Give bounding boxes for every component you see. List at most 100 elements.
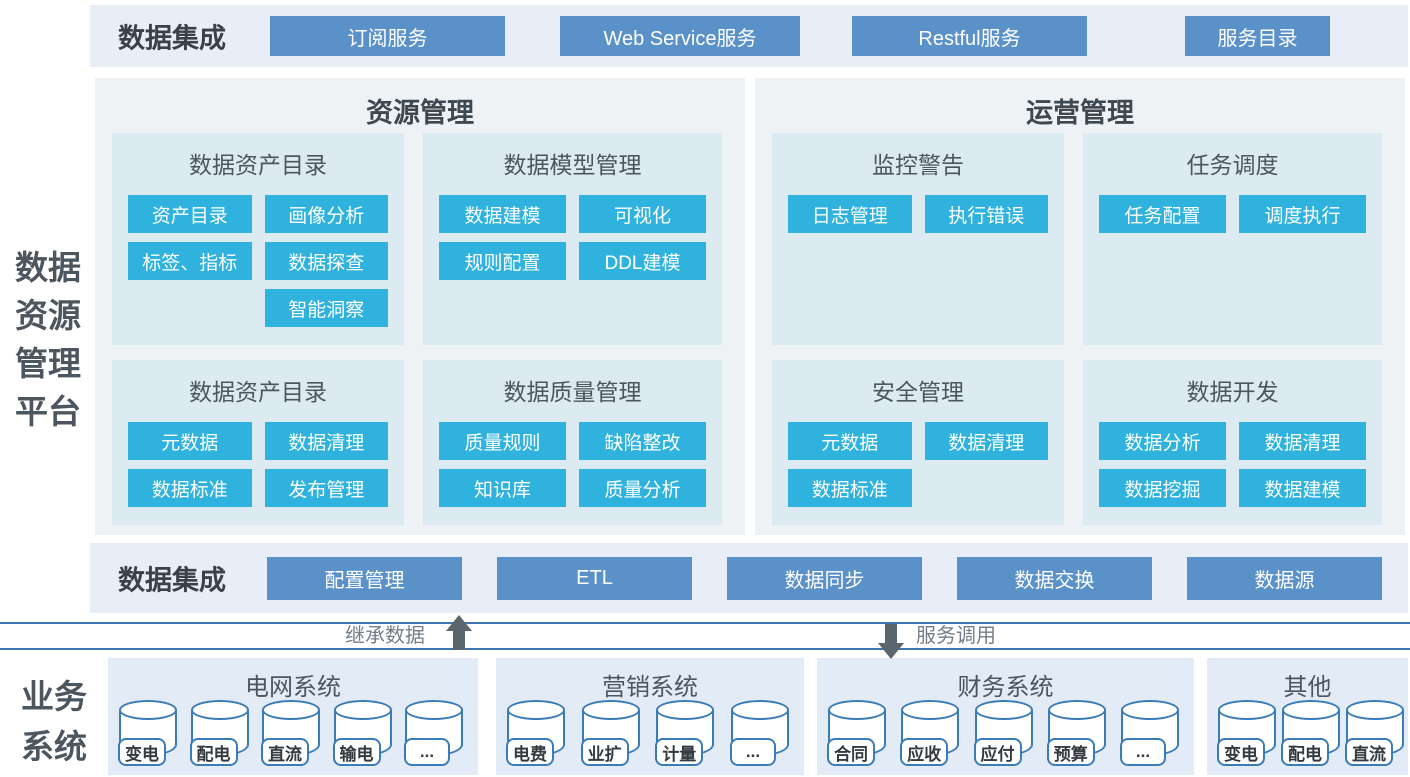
top-integration-label: 数据集成 bbox=[118, 23, 226, 54]
database-label: 配电 bbox=[189, 738, 238, 766]
database-cylinder-icon: 直流 bbox=[261, 700, 325, 766]
top-integration-band: 数据集成 订阅服务 Web Service服务 Restful服务 服务目录 bbox=[90, 5, 1408, 67]
module-button[interactable]: 质量分析 bbox=[579, 469, 706, 507]
platform-title-line: 平台 bbox=[15, 393, 81, 430]
module-group-buttons: 元数据数据清理数据标准 bbox=[788, 422, 1048, 507]
database-label: 变电 bbox=[1217, 738, 1265, 766]
business-system-panel: 营销系统电费业扩计量... bbox=[496, 658, 804, 775]
module-button[interactable]: 缺陷整改 bbox=[579, 422, 706, 460]
module-group: 安全管理元数据数据清理数据标准 bbox=[772, 360, 1064, 525]
module-button[interactable]: 标签、指标 bbox=[128, 242, 252, 280]
database-cylinder-top bbox=[1121, 700, 1179, 720]
module-button[interactable]: 数据清理 bbox=[264, 422, 388, 460]
data-bus bbox=[0, 622, 1410, 650]
module-group-title: 数据开发 bbox=[1186, 379, 1279, 405]
database-cylinder-icon: 配电 bbox=[1281, 700, 1345, 766]
database-cylinder-top bbox=[190, 700, 249, 720]
integration-service-button[interactable]: 服务目录 bbox=[1185, 16, 1330, 56]
module-button[interactable]: 可视化 bbox=[579, 195, 706, 233]
module-button[interactable]: 智能洞察 bbox=[264, 289, 388, 327]
database-cylinder-icon: 电费 bbox=[506, 700, 570, 766]
business-system-panel: 其他变电配电直流 bbox=[1207, 658, 1408, 775]
module-button[interactable]: 知识库 bbox=[439, 469, 566, 507]
platform-title: 数据 资源 管理 平台 bbox=[8, 244, 88, 436]
resource-management-title: 资源管理 bbox=[366, 98, 474, 128]
module-button[interactable]: 调度执行 bbox=[1239, 195, 1366, 233]
module-group: 数据质量管理质量规则缺陷整改知识库质量分析 bbox=[423, 360, 722, 525]
module-button[interactable]: 数据建模 bbox=[439, 195, 566, 233]
integration-tool-button[interactable]: 配置管理 bbox=[267, 557, 462, 600]
business-systems-title-line: 系统 bbox=[21, 728, 87, 765]
business-system-title: 电网系统 bbox=[245, 674, 341, 701]
database-cylinder-icon: ... bbox=[729, 700, 794, 766]
module-group-buttons: 任务配置调度执行 bbox=[1099, 195, 1366, 233]
module-button[interactable]: 数据探查 bbox=[264, 242, 388, 280]
integration-service-button[interactable]: 订阅服务 bbox=[270, 16, 505, 56]
database-label: 业扩 bbox=[580, 738, 629, 766]
database-label: 应付 bbox=[973, 738, 1022, 766]
module-button[interactable]: 资产目录 bbox=[128, 195, 252, 233]
module-button[interactable]: 画像分析 bbox=[264, 195, 388, 233]
database-label: 直流 bbox=[1345, 738, 1393, 766]
resource-management-groups: 数据资产目录资产目录画像分析标签、指标数据探查智能洞察数据模型管理数据建模可视化… bbox=[112, 133, 722, 525]
arrow-up-icon bbox=[446, 615, 472, 650]
module-button[interactable]: 规则配置 bbox=[439, 242, 566, 280]
integration-tool-button[interactable]: 数据交换 bbox=[957, 557, 1152, 600]
module-group-title: 安全管理 bbox=[872, 379, 964, 405]
database-row: 变电配电直流 bbox=[1207, 700, 1408, 766]
module-button[interactable]: 数据标准 bbox=[788, 469, 912, 507]
database-cylinder-icon: 计量 bbox=[655, 700, 719, 766]
module-group-title: 监控警告 bbox=[872, 152, 964, 178]
database-cylinder-icon: ... bbox=[404, 700, 468, 766]
module-button[interactable]: 任务配置 bbox=[1099, 195, 1226, 233]
database-cylinder-top bbox=[901, 700, 960, 720]
module-group: 数据资产目录资产目录画像分析标签、指标数据探查智能洞察 bbox=[112, 133, 404, 345]
module-group-title: 任务调度 bbox=[1186, 152, 1279, 178]
database-cylinder-icon: 应收 bbox=[900, 700, 964, 766]
integration-tool-button[interactable]: 数据源 bbox=[1187, 557, 1382, 600]
module-button[interactable]: 执行错误 bbox=[924, 195, 1048, 233]
module-button[interactable]: 数据标准 bbox=[128, 469, 252, 507]
module-group-buttons: 数据建模可视化规则配置 DDL建模 bbox=[439, 195, 706, 280]
module-button[interactable]: DDL建模 bbox=[579, 242, 706, 280]
database-row: 电费业扩计量... bbox=[496, 700, 804, 766]
arrow-down-icon bbox=[878, 624, 904, 659]
module-group-buttons: 数据分析数据清理数据挖掘数据建模 bbox=[1099, 422, 1366, 507]
module-button[interactable]: 质量规则 bbox=[439, 422, 566, 460]
operation-management-title: 运营管理 bbox=[1026, 98, 1134, 128]
module-button[interactable]: 数据分析 bbox=[1099, 422, 1226, 460]
database-label: 变电 bbox=[118, 738, 166, 766]
module-button[interactable]: 数据清理 bbox=[924, 422, 1048, 460]
business-system-panel: 电网系统变电配电直流输电... bbox=[108, 658, 478, 775]
database-cylinder-top bbox=[828, 700, 886, 720]
module-group-buttons: 日志管理执行错误 bbox=[788, 195, 1048, 233]
database-cylinder-top bbox=[507, 700, 565, 720]
database-label: ... bbox=[729, 738, 776, 766]
integration-service-button[interactable]: Web Service服务 bbox=[560, 16, 800, 56]
module-group-title: 数据资产目录 bbox=[189, 379, 327, 405]
integration-tool-button[interactable]: ETL bbox=[497, 557, 692, 600]
module-button[interactable]: 数据挖掘 bbox=[1099, 469, 1226, 507]
database-label: 配电 bbox=[1281, 738, 1329, 766]
module-button[interactable]: 数据建模 bbox=[1239, 469, 1366, 507]
module-button[interactable]: 数据清理 bbox=[1239, 422, 1366, 460]
business-system-title: 营销系统 bbox=[602, 674, 698, 701]
module-group-buttons: 元数据数据清理数据标准发布管理 bbox=[128, 422, 388, 507]
business-systems-title: 业务 系统 bbox=[12, 672, 96, 772]
database-cylinder-icon: 直流 bbox=[1345, 700, 1409, 766]
service-call-label: 服务调用 bbox=[916, 625, 996, 647]
business-system-title: 财务系统 bbox=[957, 674, 1054, 701]
module-button[interactable]: 元数据 bbox=[128, 422, 252, 460]
database-cylinder-top bbox=[730, 700, 789, 720]
module-button[interactable]: 日志管理 bbox=[788, 195, 912, 233]
integration-tool-button[interactable]: 数据同步 bbox=[727, 557, 922, 600]
database-row: 合同应收应付预算... bbox=[817, 700, 1194, 766]
module-button[interactable]: 发布管理 bbox=[264, 469, 388, 507]
database-cylinder-top bbox=[1047, 700, 1106, 720]
resource-management-panel: 资源管理 数据资产目录资产目录画像分析标签、指标数据探查智能洞察数据模型管理数据… bbox=[95, 78, 745, 535]
integration-service-button[interactable]: Restful服务 bbox=[852, 16, 1087, 56]
module-button[interactable]: 元数据 bbox=[788, 422, 912, 460]
platform-title-line: 资源 bbox=[15, 297, 81, 334]
